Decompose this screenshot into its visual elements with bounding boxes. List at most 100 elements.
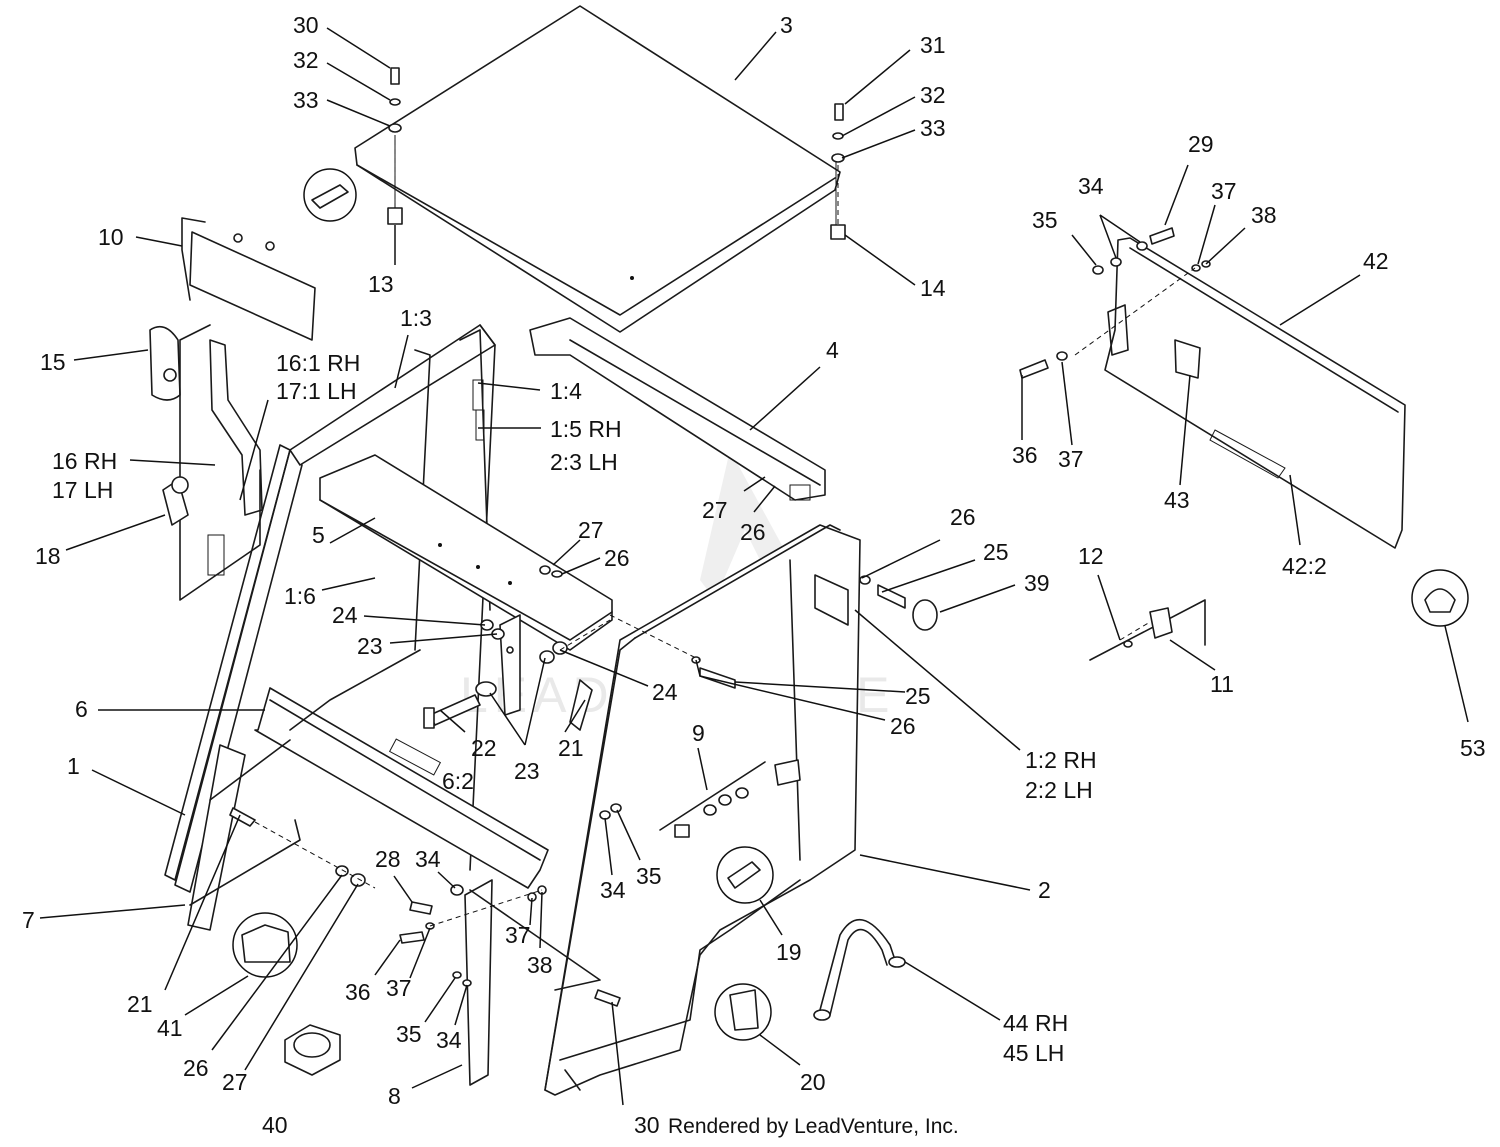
callout-label: 7 bbox=[22, 907, 35, 933]
callout-label: 2:2 LH bbox=[1025, 777, 1093, 803]
callout-label: 36 bbox=[345, 979, 371, 1005]
latch-handle bbox=[162, 476, 189, 526]
callout-label: 34 bbox=[436, 1027, 462, 1053]
callout-label: 1:6 bbox=[284, 583, 316, 609]
callout-label: 37 bbox=[1058, 446, 1084, 472]
door-seal-detail bbox=[716, 846, 774, 904]
callout-label: 35 bbox=[396, 1021, 422, 1047]
callout-label: 26 bbox=[183, 1055, 209, 1081]
callout-label: 25 bbox=[905, 683, 931, 709]
callout-label: 42:2 bbox=[1282, 553, 1327, 579]
callout-label: 12 bbox=[1078, 543, 1104, 569]
door-sill bbox=[464, 879, 601, 1086]
callout-label: 19 bbox=[776, 939, 802, 965]
callout-label: 26 bbox=[950, 504, 976, 530]
callout-label: 6:2 bbox=[442, 768, 474, 794]
callout-label: 28 bbox=[375, 846, 401, 872]
callout-label: 20 bbox=[800, 1069, 826, 1095]
callout-label: 13 bbox=[368, 271, 394, 297]
callout-label: 23 bbox=[357, 633, 383, 659]
callout-label: 38 bbox=[1251, 202, 1277, 228]
callout-label: 25 bbox=[983, 539, 1009, 565]
callout-label: 27 bbox=[578, 517, 604, 543]
callout-label: 39 bbox=[1024, 570, 1050, 596]
callout-label: 2:3 LH bbox=[550, 449, 618, 475]
lower-frame bbox=[254, 649, 549, 889]
callout-label: 41 bbox=[157, 1015, 183, 1041]
footer-credit: Rendered by LeadVenture, Inc. bbox=[668, 1115, 959, 1138]
rear-frame-top bbox=[529, 317, 826, 501]
callout-label: 29 bbox=[1188, 131, 1214, 157]
cup-holder bbox=[284, 1024, 341, 1076]
callout-label: 32 bbox=[920, 82, 946, 108]
callout-label: 37 bbox=[1211, 178, 1237, 204]
callout-label: 11 bbox=[1210, 671, 1234, 697]
callout-label: 16 RH bbox=[52, 448, 117, 474]
callout-label: 26 bbox=[740, 519, 766, 545]
callout-label: 1 bbox=[67, 753, 80, 779]
callout-label: 24 bbox=[332, 602, 358, 628]
callout-label: 1:2 RH bbox=[1025, 747, 1097, 773]
callout-label: 26 bbox=[890, 713, 916, 739]
callout-label: 36 bbox=[1012, 442, 1038, 468]
callout-label: 17:1 LH bbox=[276, 378, 357, 404]
callout-label: 35 bbox=[1032, 207, 1058, 233]
callout-label: 32 bbox=[293, 47, 319, 73]
callout-label: 34 bbox=[415, 846, 441, 872]
callout-label: 30 bbox=[293, 12, 319, 38]
callout-label: 37 bbox=[505, 922, 531, 948]
rear-seal-detail bbox=[1411, 569, 1469, 627]
callout-label: 27 bbox=[702, 497, 728, 523]
callout-label: 1:4 bbox=[550, 378, 582, 404]
callout-label: 35 bbox=[636, 863, 662, 889]
rear-window-hardware bbox=[1019, 227, 1211, 379]
side-mirror bbox=[149, 325, 181, 401]
callout-label: 9 bbox=[692, 720, 705, 746]
callout-label: 5 bbox=[312, 522, 325, 548]
hardware-lower bbox=[229, 803, 622, 1007]
rear-window-panel bbox=[1104, 237, 1406, 549]
callout-label: 23 bbox=[514, 758, 540, 784]
cab-frame-left bbox=[164, 324, 496, 893]
hinge-plate bbox=[499, 614, 521, 716]
callout-label: 1:3 bbox=[400, 305, 432, 331]
callout-label: 21 bbox=[127, 991, 153, 1017]
door-handle-kit bbox=[659, 759, 801, 838]
callout-label: 3 bbox=[780, 12, 793, 38]
callout-label: 4 bbox=[826, 337, 839, 363]
leader-lines bbox=[39, 27, 1469, 1106]
callout-label: 43 bbox=[1164, 487, 1190, 513]
mirror-assembly bbox=[181, 217, 316, 341]
grab-handle bbox=[813, 918, 906, 1021]
rear-latch bbox=[1089, 599, 1206, 661]
callout-label: 38 bbox=[527, 952, 553, 978]
front-kick-panel bbox=[187, 739, 301, 931]
window-frame-front bbox=[459, 329, 491, 611]
roof-seal-detail bbox=[303, 168, 357, 222]
callout-label: 33 bbox=[920, 115, 946, 141]
callout-label: 34 bbox=[600, 877, 626, 903]
cross-member bbox=[319, 454, 613, 651]
callout-label: 42 bbox=[1363, 248, 1389, 274]
callout-label: 10 bbox=[98, 224, 124, 250]
callout-label: 16:1 RH bbox=[276, 350, 360, 376]
callout-label: 17 LH bbox=[52, 477, 113, 503]
weatherstrip-detail bbox=[714, 983, 772, 1041]
callout-label: 21 bbox=[558, 735, 584, 761]
callout-labels: 30 32 33 3 31 32 33 13 14 10 15 16:1 RH … bbox=[22, 12, 1486, 1138]
roof-panel bbox=[354, 5, 841, 333]
callout-label: 14 bbox=[920, 275, 946, 301]
callout-label: 53 bbox=[1460, 735, 1486, 761]
callout-label: 34 bbox=[1078, 173, 1104, 199]
alignment-dashes bbox=[254, 140, 1196, 927]
cab-side-right bbox=[544, 524, 861, 1096]
callout-label: 27 bbox=[222, 1069, 248, 1095]
callout-label: 37 bbox=[386, 975, 412, 1001]
callout-label: 31 bbox=[920, 32, 946, 58]
callout-label: 45 LH bbox=[1003, 1040, 1064, 1066]
callout-label: 1:5 RH bbox=[550, 416, 622, 442]
callout-label: 26 bbox=[604, 545, 630, 571]
callout-label: 24 bbox=[652, 679, 678, 705]
callout-label: 8 bbox=[388, 1083, 401, 1109]
